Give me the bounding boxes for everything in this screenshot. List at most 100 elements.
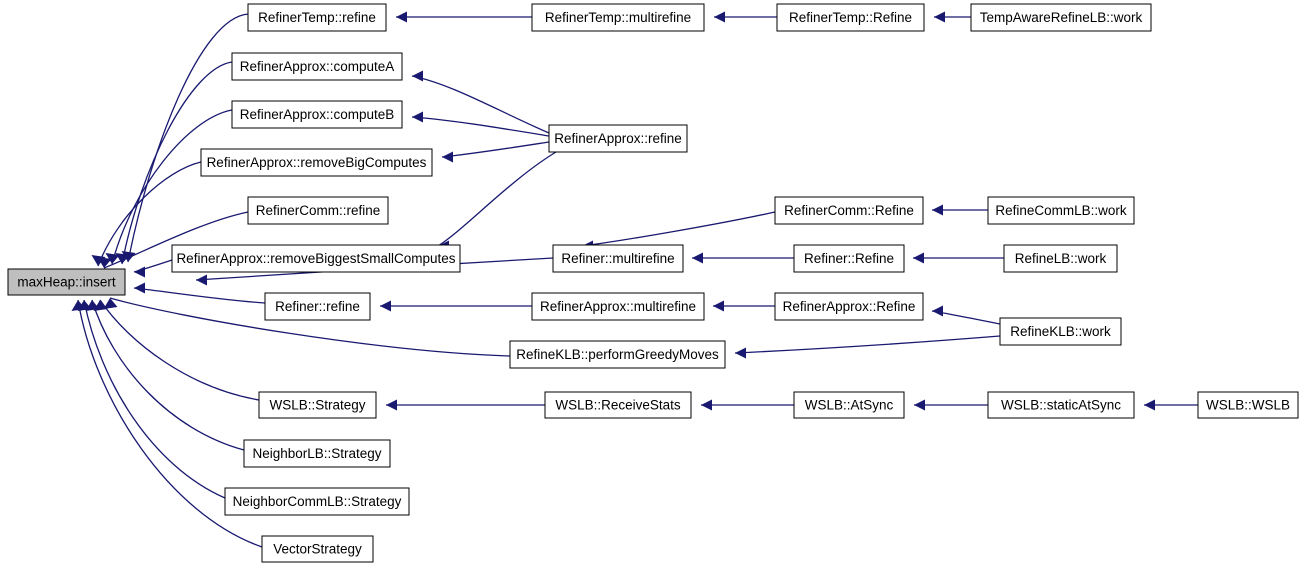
graph-edge	[914, 399, 988, 411]
graph-edge	[701, 399, 794, 411]
node-box[interactable]	[264, 292, 371, 321]
graph-node-refinerapprox-Refine[interactable]: RefinerApprox::Refine	[774, 292, 924, 321]
graph-node-refineklb-work[interactable]: RefineKLB::work	[999, 317, 1122, 346]
edge-arrowhead	[692, 252, 703, 264]
graph-edge	[121, 13, 249, 263]
node-box[interactable]	[247, 3, 387, 32]
edge-arrowhead	[380, 300, 391, 312]
graph-node-refinerapprox-computeb[interactable]: RefinerApprox::computeB	[231, 100, 403, 129]
graph-node-wslb-staticatsync[interactable]: WSLB::staticAtSync	[987, 391, 1135, 419]
edge-line	[127, 13, 249, 263]
node-box[interactable]	[999, 317, 1122, 346]
graph-node-refinercomm-Refine[interactable]: RefinerComm::Refine	[774, 196, 924, 225]
node-box[interactable]	[261, 535, 374, 563]
edge-arrowhead	[103, 298, 118, 309]
graph-node-wslb-wslb[interactable]: WSLB::WSLB	[1197, 391, 1299, 419]
graph-node-refinertemp-Refine[interactable]: RefinerTemp::Refine	[776, 3, 925, 32]
edge-line	[441, 141, 550, 158]
graph-node-wslb-strategy[interactable]: WSLB::Strategy	[258, 391, 377, 419]
graph-node-neighborlb-strategy[interactable]: NeighborLB::Strategy	[243, 439, 391, 468]
node-box[interactable]	[1197, 391, 1299, 419]
graph-node-refinercomm-refine[interactable]: RefinerComm::refine	[247, 196, 389, 225]
graph-edge	[411, 111, 550, 137]
node-box[interactable]	[231, 100, 403, 129]
node-box[interactable]	[552, 244, 684, 273]
node-box[interactable]	[224, 487, 410, 516]
node-box[interactable]	[776, 3, 925, 32]
node-box[interactable]	[1003, 244, 1118, 273]
node-box[interactable]	[987, 196, 1135, 225]
edge-arrowhead	[934, 11, 945, 23]
graph-edge	[934, 11, 971, 23]
node-box[interactable]	[531, 292, 705, 321]
edge-line	[111, 109, 233, 265]
edge-arrowhead	[713, 300, 724, 312]
graph-node-refinecommlb-work[interactable]: RefineCommLB::work	[987, 196, 1135, 225]
graph-node-wslb-receivestats[interactable]: WSLB::ReceiveStats	[544, 391, 692, 419]
edge-line	[133, 287, 266, 304]
graph-node-refinelb-work[interactable]: RefineLB::work	[1003, 244, 1118, 273]
graph-edge	[133, 282, 266, 304]
graph-node-tempawarerefinelb-work[interactable]: TempAwareRefineLB::work	[970, 3, 1152, 32]
graph-node-neighborcommlb-strategy[interactable]: NeighborCommLB::Strategy	[224, 487, 410, 516]
graph-edge	[411, 70, 550, 134]
graph-node-refiner-Refine[interactable]: Refiner::Refine	[793, 244, 905, 273]
node-box[interactable]	[258, 391, 377, 419]
edge-line	[103, 211, 249, 269]
graph-node-refinerapprox-computea[interactable]: RefinerApprox::computeA	[231, 52, 403, 81]
edge-arrowhead	[932, 204, 943, 216]
graph-node-refinertemp-multirefine[interactable]: RefinerTemp::multirefine	[531, 3, 705, 32]
center-node-box[interactable]	[7, 268, 126, 296]
node-box[interactable]	[531, 3, 705, 32]
graph-node-refiner-refine[interactable]: Refiner::refine	[264, 292, 371, 321]
edge-line	[99, 299, 260, 401]
node-box[interactable]	[548, 124, 688, 153]
graph-edge	[437, 151, 557, 252]
graph-edge	[71, 299, 263, 548]
edge-arrowhead	[196, 274, 207, 286]
node-box[interactable]	[793, 244, 905, 273]
edge-line	[121, 61, 233, 265]
node-box[interactable]	[171, 244, 461, 273]
graph-edge	[97, 211, 249, 269]
edge-arrowhead	[442, 151, 453, 163]
node-box[interactable]	[774, 196, 924, 225]
node-box[interactable]	[243, 439, 391, 468]
node-box[interactable]	[793, 391, 905, 419]
graph-node-refinerapprox-removebigcomputes[interactable]: RefinerApprox::removeBigComputes	[200, 148, 433, 177]
graph-node-refineklb-performgreedymoves[interactable]: RefineKLB::performGreedyMoves	[509, 340, 726, 369]
node-box[interactable]	[200, 148, 433, 177]
edge-line	[437, 151, 557, 247]
graph-edge	[441, 141, 550, 163]
node-box[interactable]	[987, 391, 1135, 419]
node-box[interactable]	[231, 52, 403, 81]
graph-edge	[386, 399, 545, 411]
edge-arrowhead	[412, 111, 423, 123]
graph-edge	[692, 252, 794, 264]
edge-line	[97, 161, 202, 267]
edge-line	[83, 299, 226, 499]
graph-node-refiner-multirefine[interactable]: Refiner::multirefine	[552, 244, 684, 273]
node-box[interactable]	[247, 196, 389, 225]
node-box[interactable]	[970, 3, 1152, 32]
graph-node-wslb-atsync[interactable]: WSLB::AtSync	[793, 391, 905, 419]
edge-line	[581, 211, 776, 247]
graph-edge	[380, 300, 532, 312]
graph-node-refinertemp-refine[interactable]: RefinerTemp::refine	[247, 3, 387, 32]
graph-edge	[133, 259, 173, 278]
node-box[interactable]	[509, 340, 726, 369]
node-box[interactable]	[544, 391, 692, 419]
node-box[interactable]	[774, 292, 924, 321]
edge-arrowhead	[386, 399, 397, 411]
graph-edge	[714, 11, 777, 23]
graph-edge	[115, 61, 233, 265]
graph-node-vectorstrategy[interactable]: VectorStrategy	[261, 535, 374, 563]
graph-node-refinerapprox-multirefine[interactable]: RefinerApprox::multirefine	[531, 292, 705, 321]
graph-node-refinerapprox-removebiggestsmallcomputes[interactable]: RefinerApprox::removeBiggestSmallCompute…	[171, 244, 461, 273]
graph-node-refinerapprox-refine[interactable]: RefinerApprox::refine	[548, 124, 688, 153]
graph-node-maxheap-insert[interactable]: maxHeap::insert	[7, 268, 126, 296]
edge-arrowhead	[412, 70, 423, 82]
edge-arrowhead	[396, 11, 407, 23]
